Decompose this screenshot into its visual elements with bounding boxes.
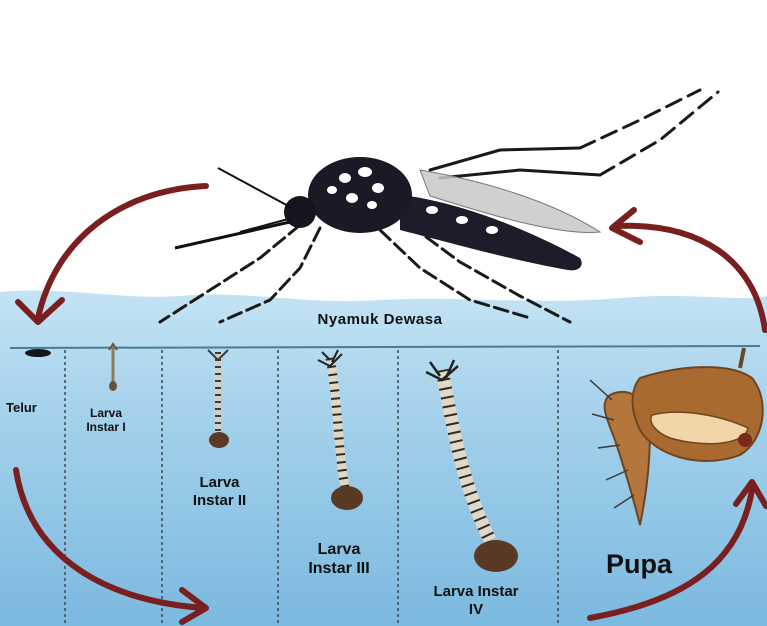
pupa-eye xyxy=(738,433,752,447)
label-egg: Telur xyxy=(6,400,66,416)
label-larva-instar-1: Larva Instar I xyxy=(62,406,150,435)
egg xyxy=(25,349,51,357)
label-larva-instar-2: Larva Instar II xyxy=(162,474,277,510)
label-adult-mosquito: Nyamuk Dewasa xyxy=(270,311,490,329)
mosquito-thorax xyxy=(308,157,412,233)
label-larva-instar-4: Larva Instar IV xyxy=(396,583,556,619)
label-pupa: Pupa xyxy=(606,548,736,580)
label-larva-instar-3: Larva Instar III xyxy=(274,540,404,578)
